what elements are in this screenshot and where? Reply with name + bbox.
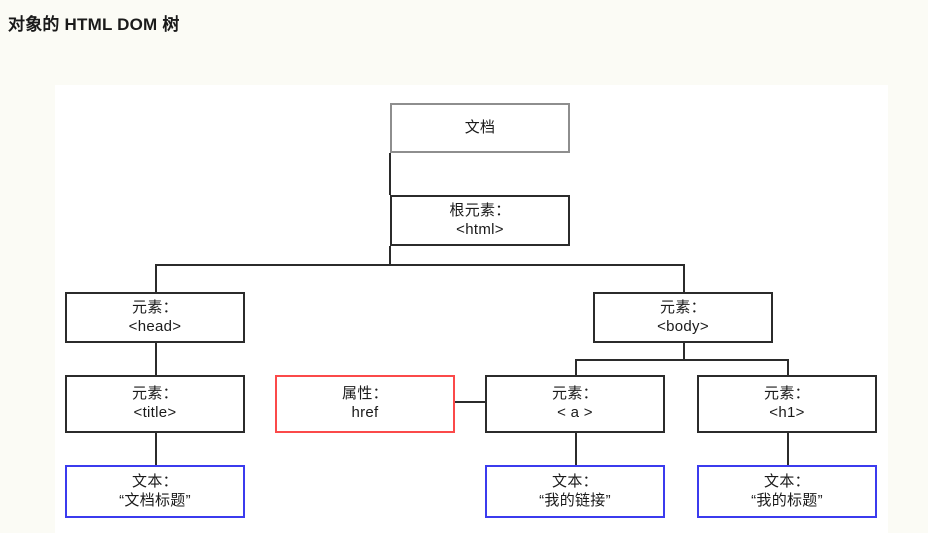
edge-document-html — [389, 153, 391, 195]
node-title-line1: 元素： — [132, 385, 178, 403]
edge-html-drop-body — [683, 264, 685, 292]
node-head-line2: <head> — [128, 317, 182, 335]
node-text-document-title-line1: 文本： — [132, 472, 178, 490]
node-anchor-line1: 元素： — [552, 385, 598, 403]
dom-tree-diagram: 文档 根元素： <html> 元素： <head> 元素： <body> 元素：… — [55, 85, 888, 533]
node-title[interactable]: 元素： <title> — [65, 375, 245, 433]
node-body-line2: <body> — [657, 317, 709, 335]
node-attribute-href[interactable]: 属性： href — [275, 375, 455, 433]
page-title: 对象的 HTML DOM 树 — [8, 15, 180, 34]
node-h1-line2: <h1> — [769, 404, 805, 421]
edge-body-drop-anchor — [575, 359, 577, 375]
edge-body-bus — [575, 359, 789, 361]
node-href-line2: href — [351, 404, 379, 421]
node-h1-line1: 元素： — [764, 385, 810, 403]
node-html[interactable]: 根元素： <html> — [390, 195, 570, 246]
node-text-my-heading[interactable]: 文本： “我的标题” — [697, 465, 877, 518]
edge-body-drop-h1 — [787, 359, 789, 375]
edge-h1-text — [787, 433, 789, 465]
node-anchor[interactable]: 元素： < a > — [485, 375, 665, 433]
node-document[interactable]: 文档 — [390, 103, 570, 153]
edge-head-title — [155, 343, 157, 375]
edge-anchor-text — [575, 433, 577, 465]
node-text-my-link-line2: “我的链接” — [539, 491, 611, 509]
node-head-line1: 元素： — [132, 298, 178, 316]
node-text-document-title-line2: “文档标题” — [119, 491, 191, 509]
node-body[interactable]: 元素： <body> — [593, 292, 773, 343]
node-h1[interactable]: 元素： <h1> — [697, 375, 877, 433]
edge-html-bus — [155, 264, 685, 266]
node-text-my-link[interactable]: 文本： “我的链接” — [485, 465, 665, 518]
node-href-line1: 属性： — [342, 385, 388, 403]
node-text-my-link-line1: 文本： — [552, 472, 598, 490]
node-html-line2: <html> — [456, 220, 504, 238]
node-text-my-heading-line1: 文本： — [764, 472, 810, 490]
edge-href-anchor — [455, 401, 485, 403]
node-html-line1: 根元素： — [449, 201, 511, 219]
node-head[interactable]: 元素： <head> — [65, 292, 245, 343]
edge-title-text — [155, 433, 157, 465]
node-body-line1: 元素： — [660, 298, 706, 316]
node-text-my-heading-line2: “我的标题” — [751, 491, 823, 509]
node-text-document-title[interactable]: 文本： “文档标题” — [65, 465, 245, 518]
node-anchor-line2: < a > — [557, 404, 593, 421]
node-title-line2: <title> — [133, 404, 177, 421]
node-document-line1: 文档 — [464, 118, 496, 136]
edge-html-drop-head — [155, 264, 157, 292]
edge-body-stem — [683, 343, 685, 360]
edge-html-stem — [389, 246, 391, 265]
